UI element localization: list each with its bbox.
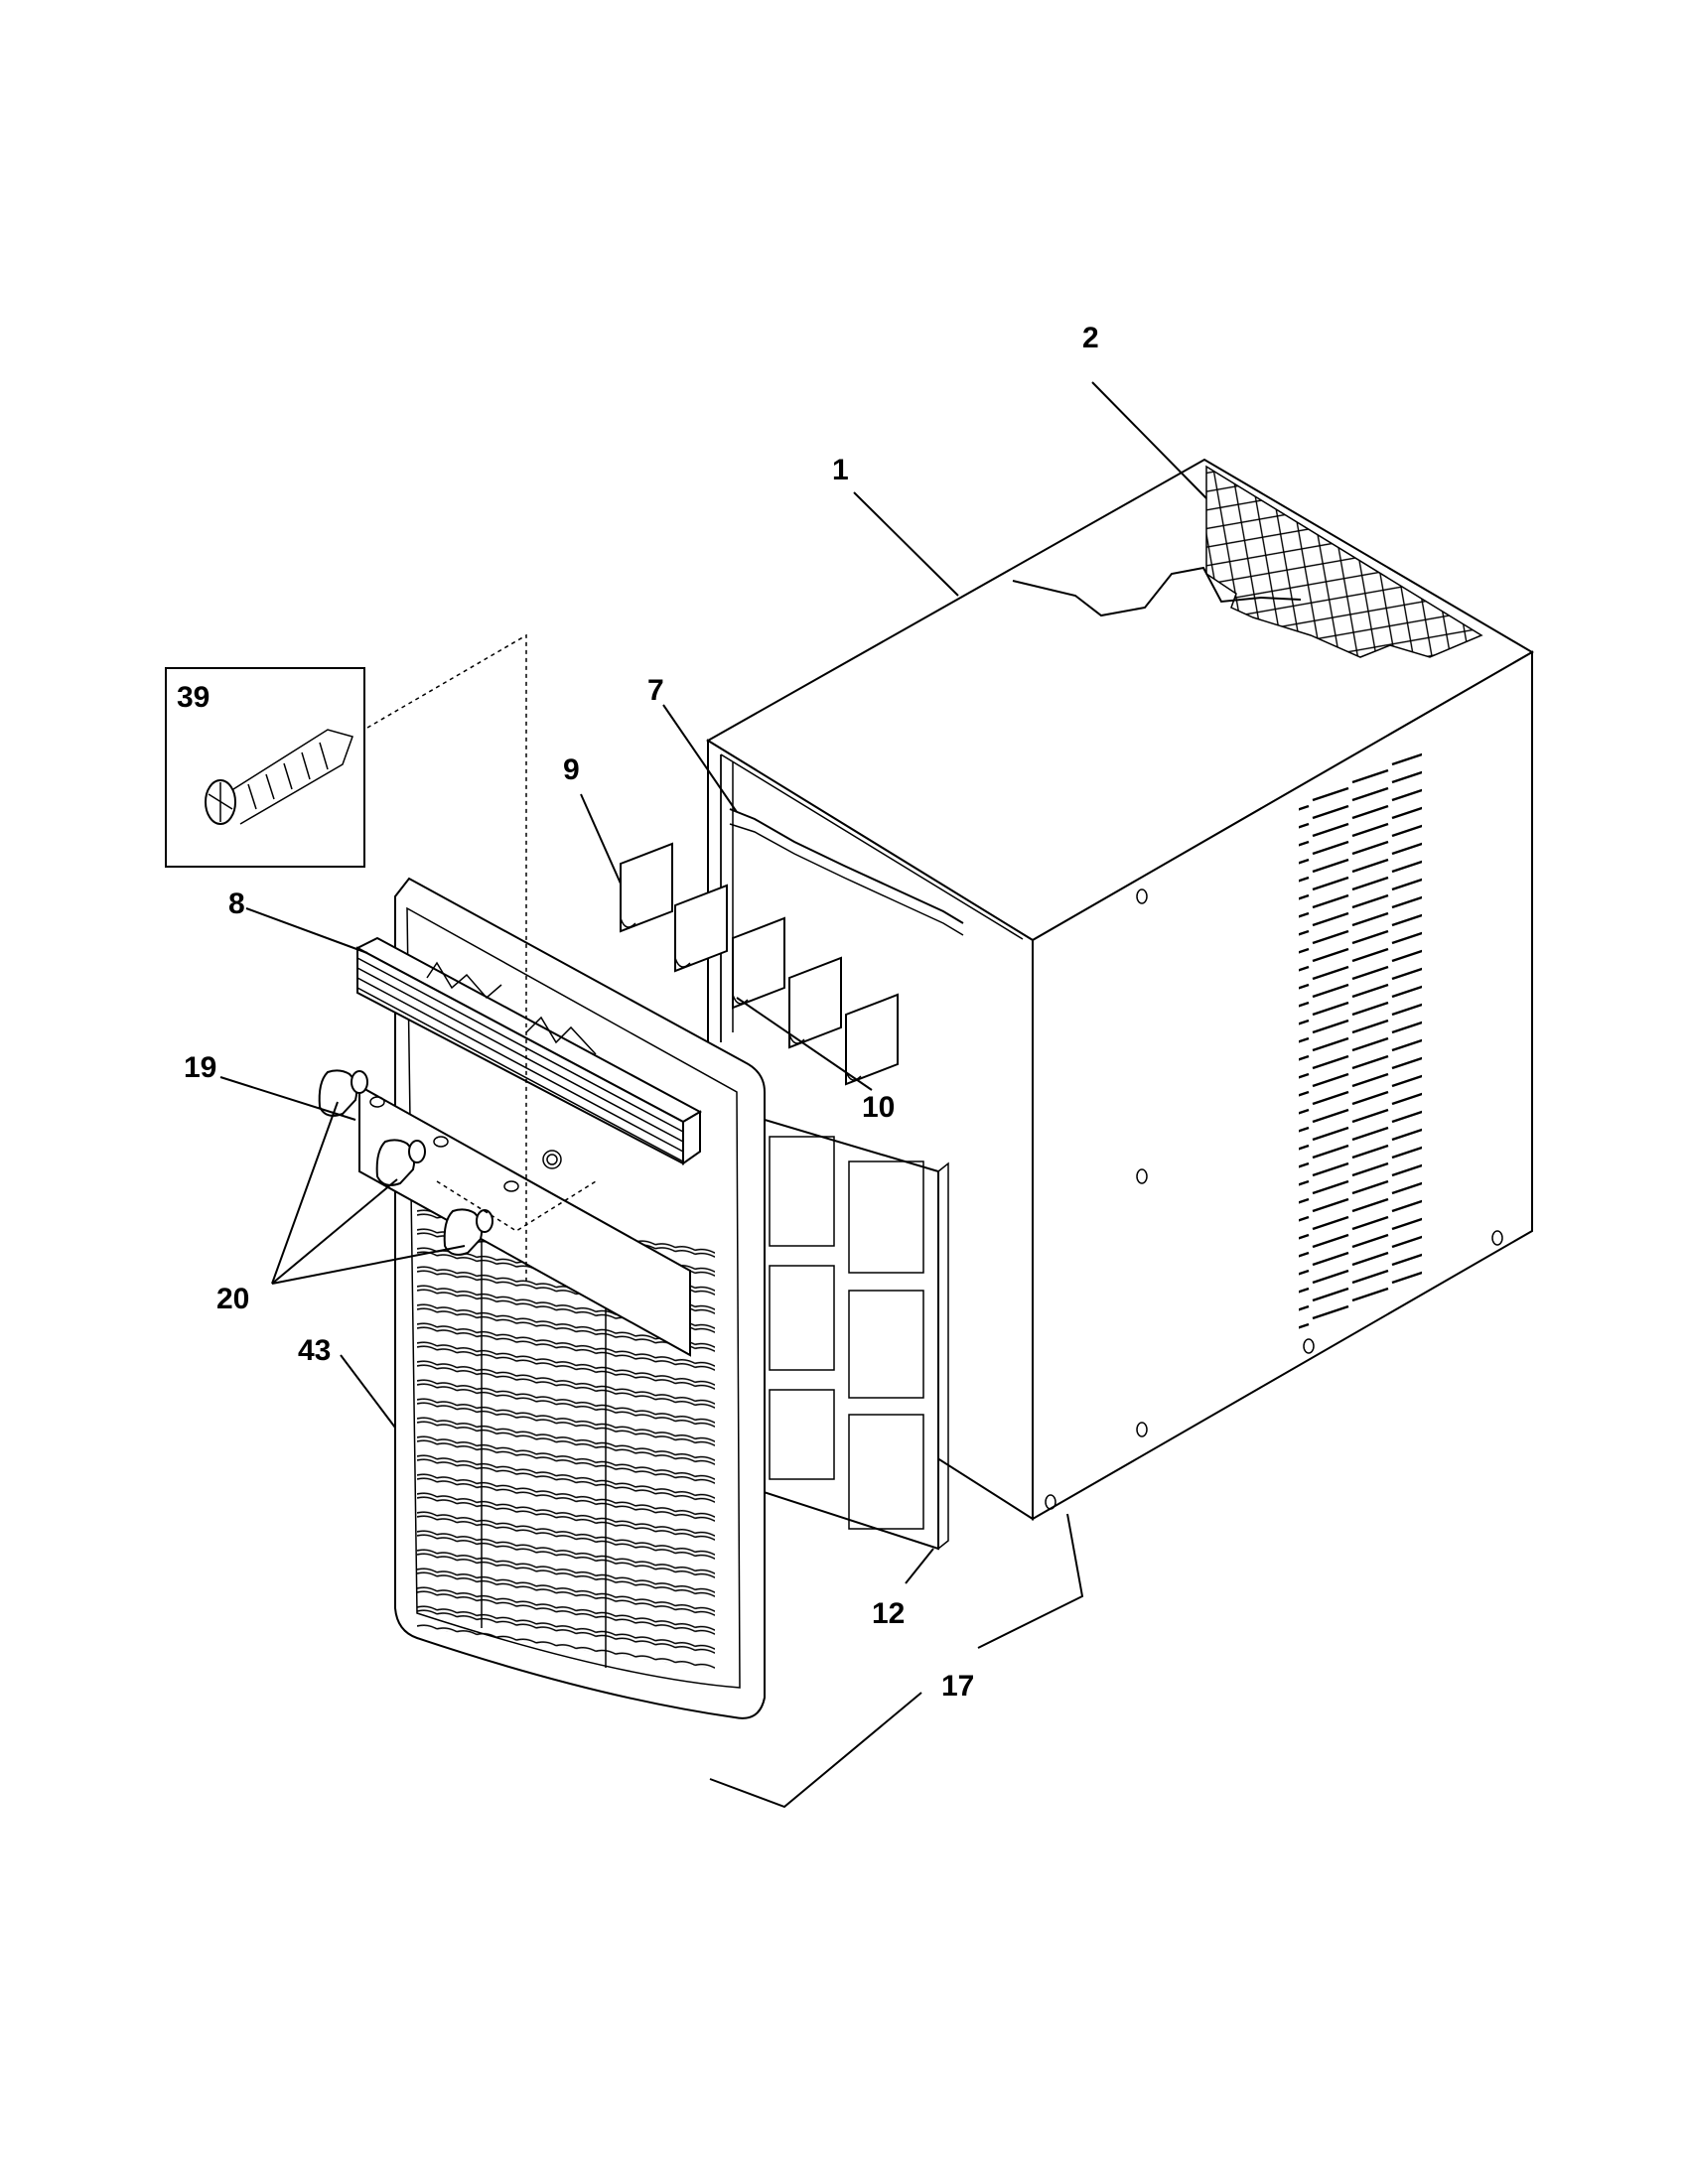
screw-reference-line [366, 633, 527, 1281]
louver-blades [620, 842, 899, 1086]
callout-2: 2 [1082, 322, 1099, 354]
callout-39: 39 [177, 681, 210, 714]
callout-9: 9 [563, 753, 580, 786]
callout-17: 17 [941, 1670, 974, 1703]
side-louvers [1299, 750, 1422, 1335]
callout-12: 12 [872, 1597, 905, 1630]
cabinet-wrapper [706, 458, 1534, 1521]
knob-2 [375, 1139, 426, 1186]
callout-43: 43 [298, 1334, 331, 1367]
callout-20: 20 [216, 1283, 249, 1315]
callout-labels: 1 2 7 8 9 10 12 17 19 20 39 43 [177, 322, 1099, 1703]
control-knobs [318, 1069, 493, 1256]
screw-detail-box [165, 667, 365, 868]
callout-leaders [219, 381, 1207, 1809]
knob-1 [318, 1069, 368, 1117]
callout-7: 7 [647, 674, 664, 707]
callout-1: 1 [832, 454, 849, 486]
callout-19: 19 [184, 1051, 216, 1084]
screw-icon [205, 729, 353, 825]
callout-10: 10 [862, 1091, 895, 1124]
knob-3 [443, 1208, 493, 1256]
control-panel [358, 1084, 691, 1357]
air-filter [754, 1115, 949, 1551]
air-deflector [354, 936, 703, 1169]
callout-8: 8 [228, 887, 245, 920]
insulation-mesh [1205, 465, 1483, 658]
